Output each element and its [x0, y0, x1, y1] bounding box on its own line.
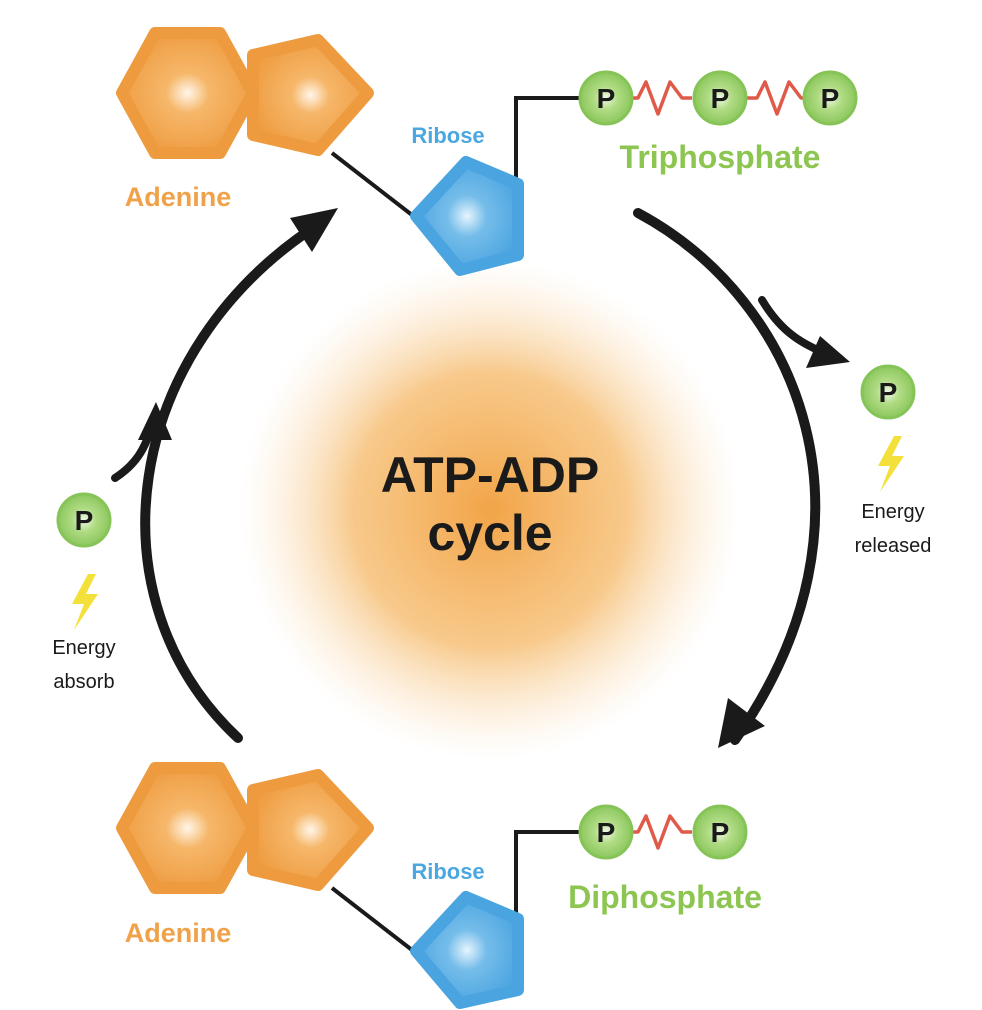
- adp-diphosphate-label: Diphosphate: [568, 879, 762, 915]
- energy-absorb-label-line1: Energy: [52, 637, 115, 659]
- absorbed-phosphate: P: [56, 492, 112, 548]
- synthesis-arrow: [140, 217, 327, 743]
- adp-ribose-label: Ribose: [411, 859, 484, 884]
- adp-adenine-hexagon: [116, 762, 259, 894]
- phosphate-symbol: P: [597, 83, 616, 114]
- hydrolysis-arrowhead: [718, 698, 765, 748]
- cycle-title-line1: ATP-ADP: [381, 447, 600, 503]
- phosphate-symbol: P: [879, 377, 898, 408]
- adp-glycosidic-bond: [330, 886, 414, 952]
- adp-molecule: P P Adenine Ribose Diphosphate: [116, 762, 762, 1009]
- cycle-title-line2: cycle: [427, 505, 552, 561]
- phosphate-symbol: P: [711, 817, 730, 848]
- energy-absorb-label-line2: absorb: [53, 671, 114, 693]
- phosphate-symbol: P: [597, 817, 616, 848]
- phosphate-symbol: P: [821, 83, 840, 114]
- adp-high-energy-bond-1: [627, 814, 692, 850]
- atp-adenine-label: Adenine: [125, 182, 232, 212]
- center-glow: [240, 260, 740, 760]
- atp-ribose-label: Ribose: [411, 123, 484, 148]
- adp-phosphate-1: P: [578, 804, 634, 860]
- energy-released-lightning-icon: [878, 436, 904, 492]
- atp-molecule: P P P Adenine Ribose Triphosphate: [116, 27, 858, 276]
- atp-phosphate-2: P: [692, 70, 748, 126]
- adp-phosphate-2: P: [692, 804, 748, 860]
- release-branch-arrowhead: [806, 336, 850, 368]
- atp-adenine-pentagon: [247, 34, 374, 156]
- absorb-branch-arrowhead: [138, 402, 172, 440]
- energy-absorb-lightning-icon: [72, 574, 98, 630]
- atp-phosphate-1: P: [578, 70, 634, 126]
- phosphate-symbol: P: [711, 83, 730, 114]
- atp-high-energy-bond-2: [746, 80, 810, 116]
- atp-triphosphate-label: Triphosphate: [620, 139, 821, 175]
- released-phosphate: P: [860, 364, 916, 420]
- adp-phosphate-connector: [514, 830, 580, 915]
- atp-phosphate-connector: [514, 96, 580, 182]
- adp-ribose-pentagon: [410, 891, 524, 1009]
- phosphate-symbol: P: [75, 505, 94, 536]
- atp-glycosidic-bond: [330, 151, 414, 217]
- atp-phosphate-3: P: [802, 70, 858, 126]
- adp-adenine-pentagon: [247, 769, 374, 891]
- atp-ribose-pentagon: [410, 156, 524, 276]
- energy-released-label-line2: released: [855, 535, 932, 557]
- hydrolysis-arrow: [633, 208, 821, 745]
- atp-high-energy-bond-1: [627, 80, 692, 116]
- synthesis-arrowhead: [290, 208, 338, 252]
- energy-released-label-line1: Energy: [861, 501, 924, 523]
- adp-adenine-label: Adenine: [125, 918, 232, 948]
- atp-adenine-hexagon: [116, 27, 259, 159]
